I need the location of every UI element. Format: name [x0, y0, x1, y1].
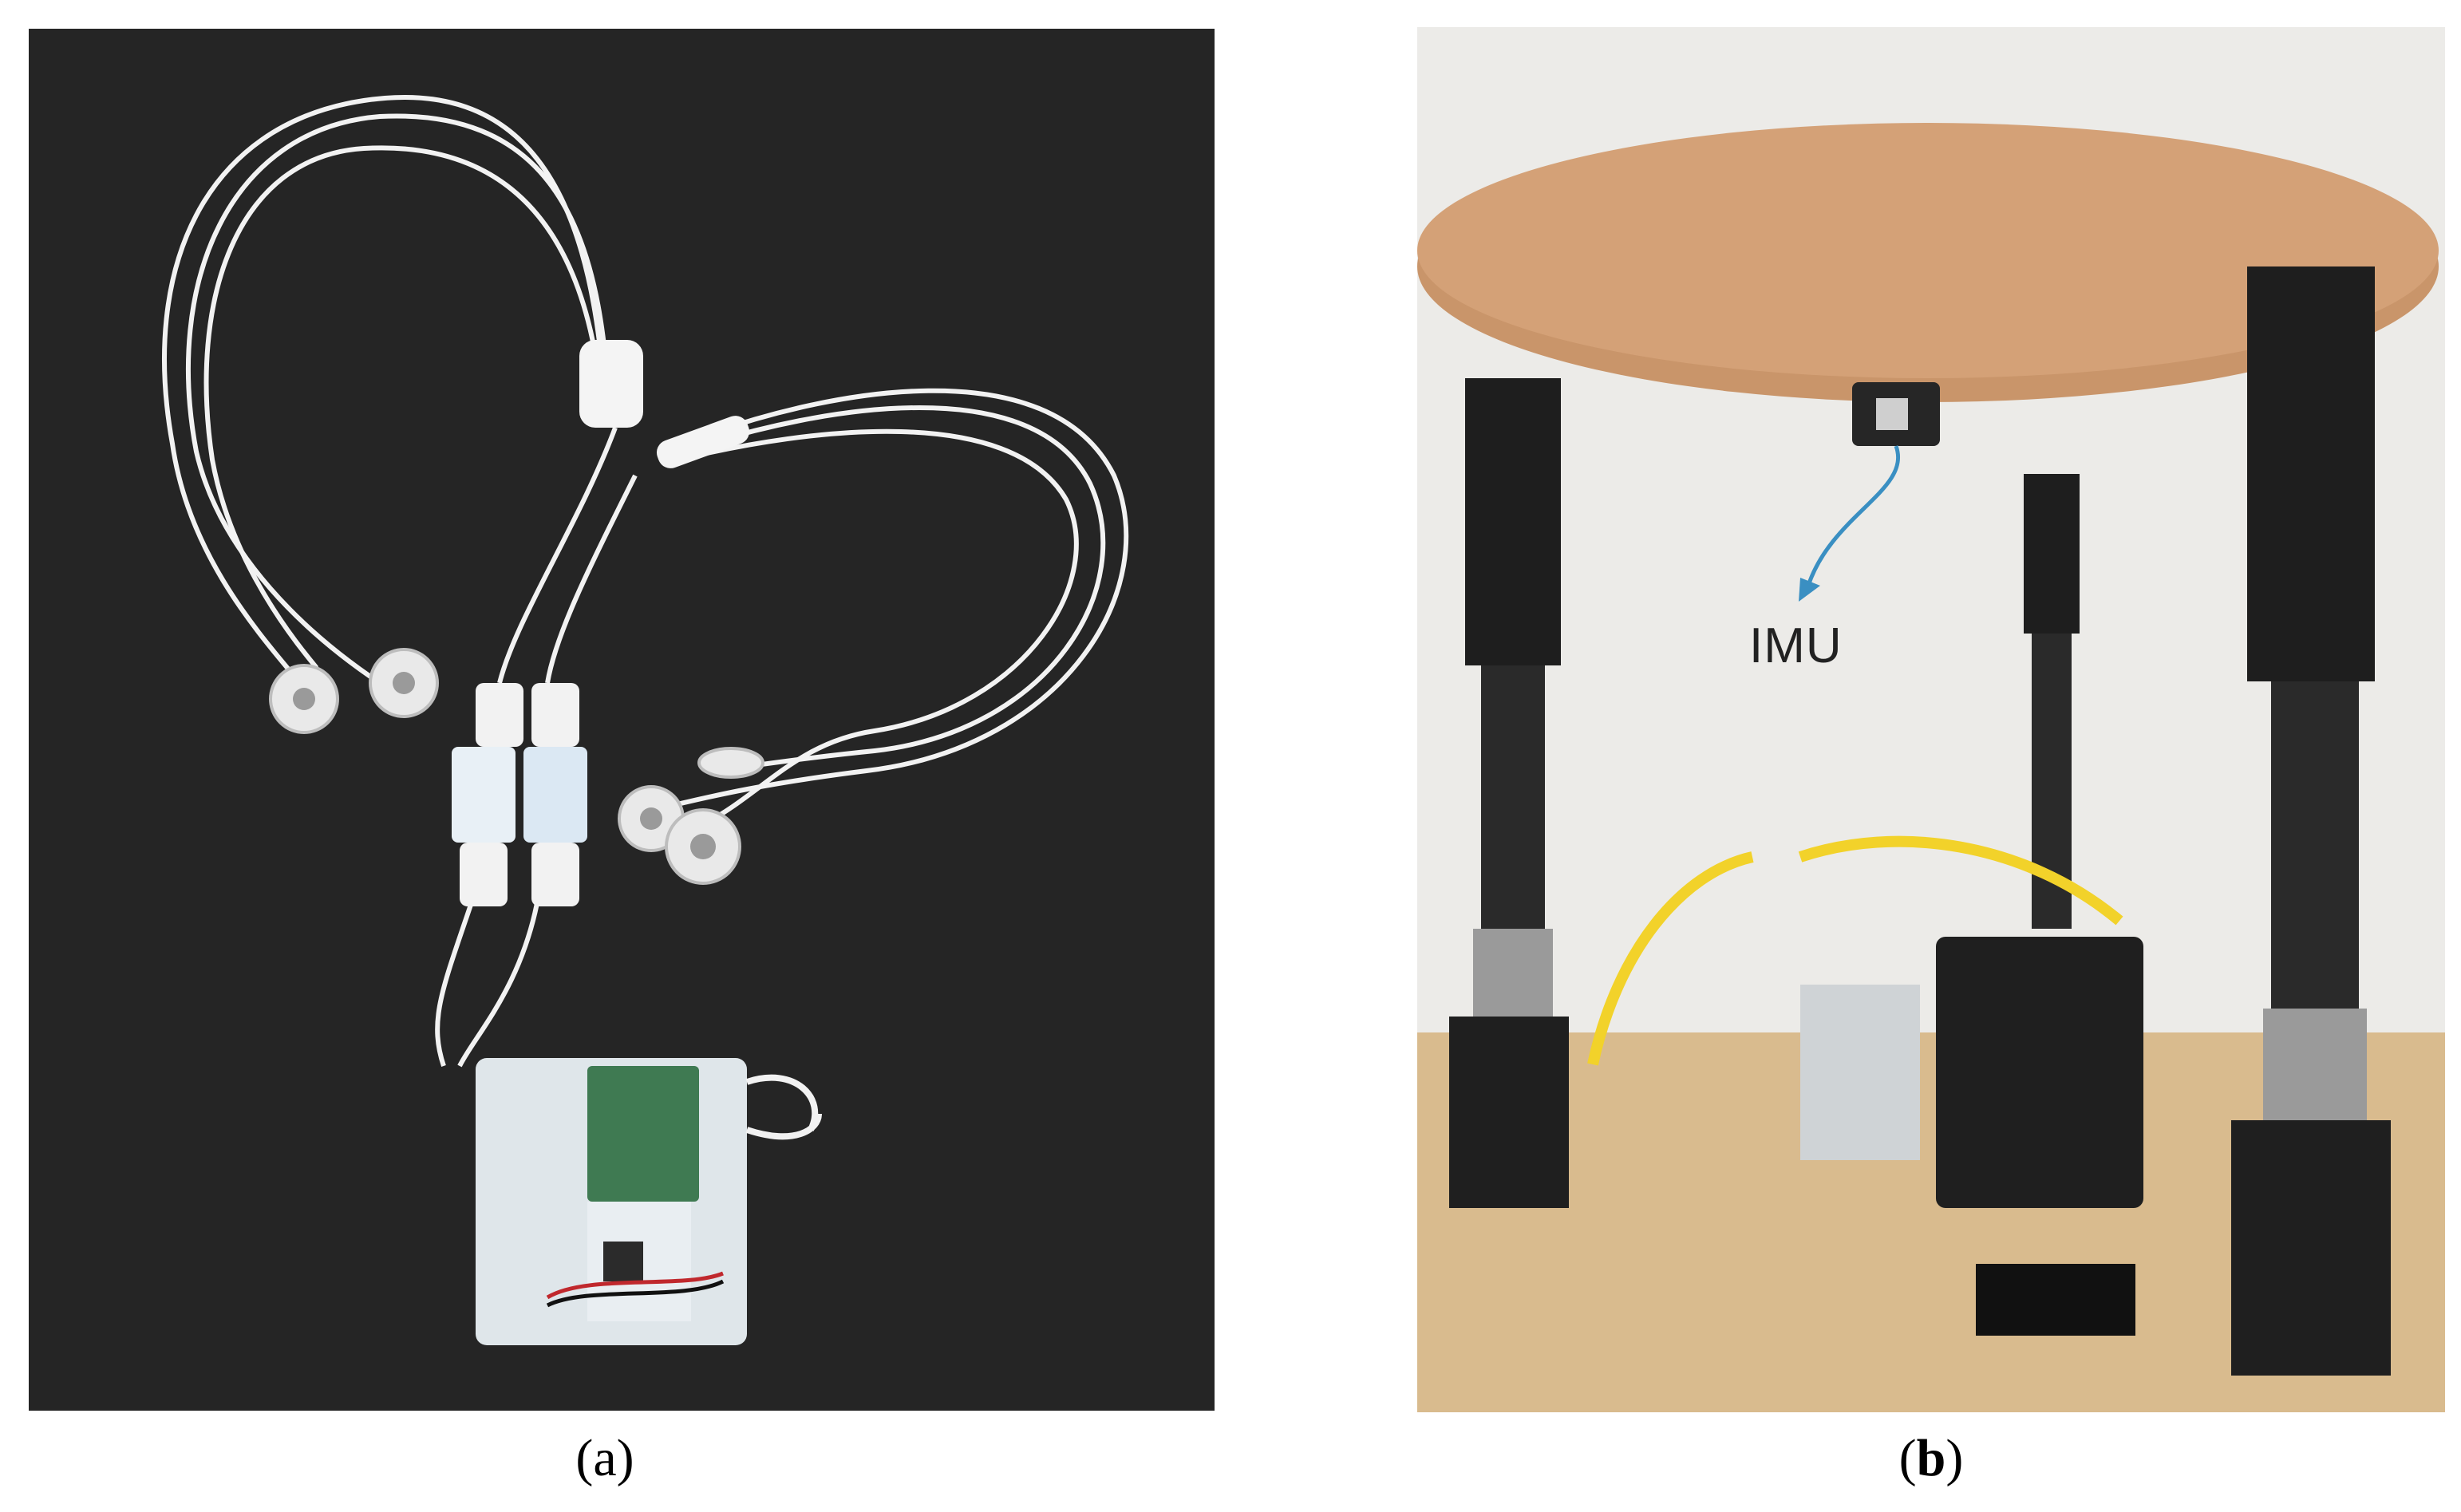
caption-a-open: ( [575, 1429, 594, 1487]
actuator-legs [1449, 266, 2391, 1376]
right-electrode-leads [649, 388, 1129, 829]
imu-arrow [1806, 445, 1900, 586]
left-electrode-leads [162, 95, 610, 685]
caption-b-close: ) [1945, 1429, 1964, 1487]
power-supply [1936, 937, 2143, 1208]
pneumatic-tubes [1587, 835, 2123, 1066]
emg-sensor-modules [452, 683, 587, 906]
microcontroller-board [476, 1058, 747, 1345]
lead-splitter-top [579, 340, 643, 428]
valve-block [1800, 985, 1920, 1160]
caption-a-letter: a [593, 1429, 617, 1487]
platform-illustration [1417, 123, 2445, 1412]
caption-b: (b) [1843, 1428, 2019, 1489]
emg-kit-illustration [162, 95, 1129, 1345]
electrode-pads [269, 648, 764, 885]
photo-platform-with-imu: IMU [1417, 27, 2445, 1412]
caption-b-open: ( [1898, 1429, 1917, 1487]
lead-splitter-right [656, 416, 750, 468]
imu-label: IMU [1749, 618, 1843, 673]
photo-emg-sensor-kit [29, 29, 1215, 1411]
voltage-converter [1976, 1264, 2135, 1336]
caption-b-letter: b [1916, 1429, 1946, 1487]
caption-a-close: ) [616, 1429, 634, 1487]
caption-a: (a) [517, 1428, 693, 1489]
